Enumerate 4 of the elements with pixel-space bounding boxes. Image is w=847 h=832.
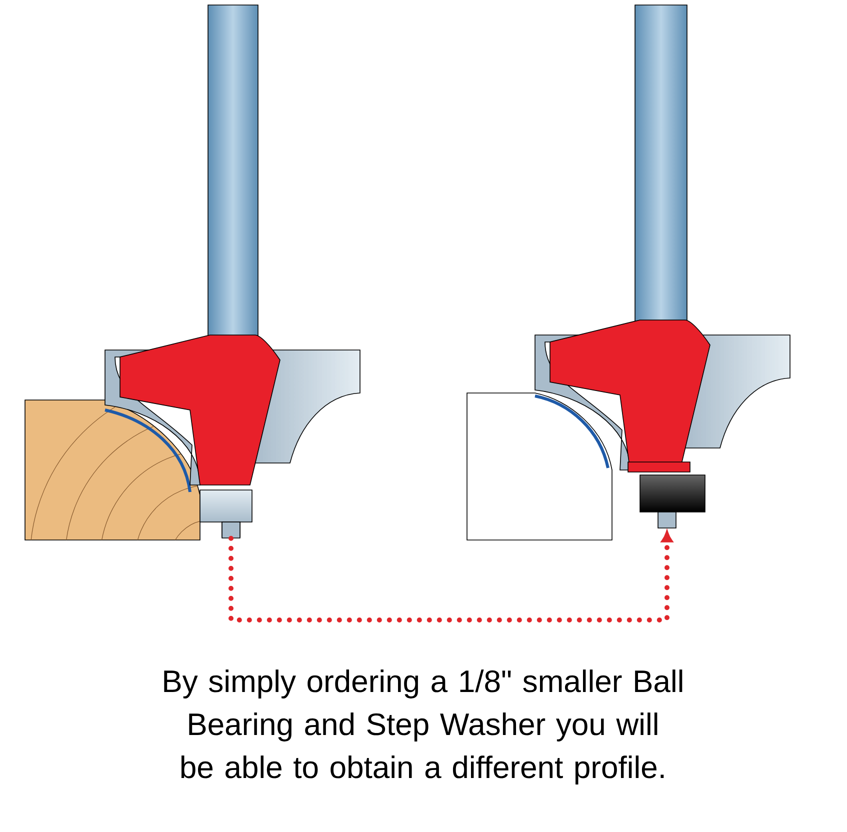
bearing-screw (658, 512, 676, 528)
caption: By simply ordering a 1/8" smaller Ball Bearing and Step Washer you will be able to obtain a different profile. (164, 670, 682, 784)
dotted-arrow (228, 531, 673, 622)
bearing-screw (222, 522, 240, 538)
